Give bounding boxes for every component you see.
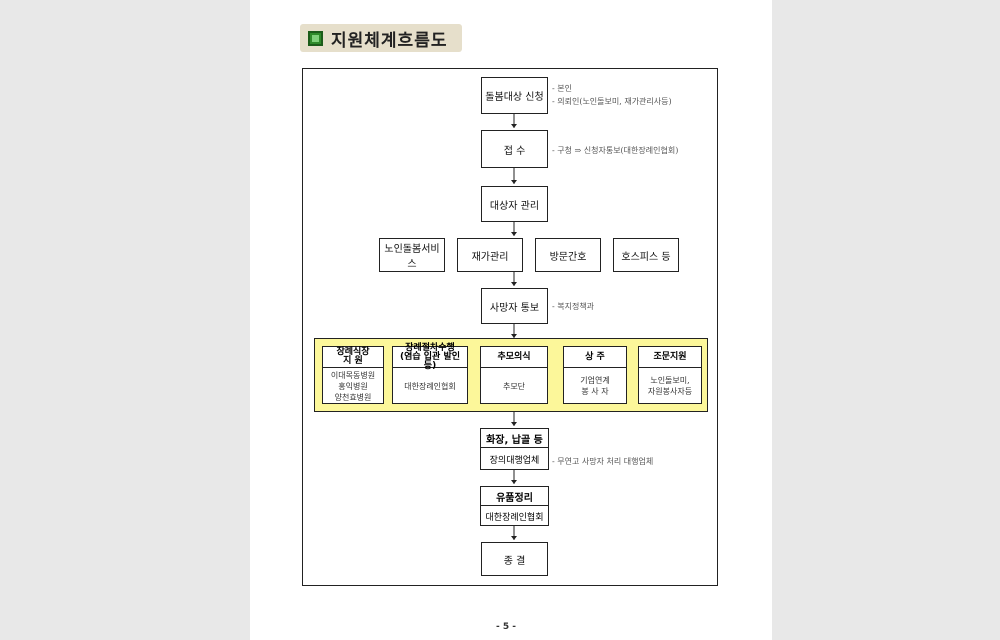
receive-box: 접 수 [481,130,548,168]
belongings-sub: 대한장례인협회 [485,512,544,523]
flowchart-frame [302,68,718,586]
service-box: 노인돌봄서비스 [379,238,445,272]
card-title: 장례식장 지 원 [323,347,383,368]
memorial-card: 추모의식 추모단 [480,346,548,404]
apply-note-1: - 본인 [552,84,572,93]
card-item: 홍익병원 [338,381,368,391]
service-label: 방문간호 [549,251,587,263]
card-title: 장례절차수행 (염습 입관 발인 등) [393,343,467,370]
funeral-hall-card: 장례식장 지 원 이대목동병원 홍익병원 양천효병원 [322,346,384,404]
card-item: 기업연계 [580,376,610,385]
belongings-label: 유품정리 [481,487,548,506]
service-box: 호스피스 등 [613,238,679,272]
death-notice-note: - 복지정책과 [552,302,595,311]
belongings-box: 유품정리 대한장례인협회 [480,486,549,526]
receive-note: - 구청 ⇒ 신청자통보(대한장례인협회) [552,146,679,155]
end-box: 종 결 [481,542,548,576]
death-notice-label: 사망자 통보 [489,302,540,314]
card-title: 추모의식 [481,347,547,368]
chief-mourner-card: 상 주 기업연계 봉 사 자 [563,346,627,404]
card-item: 양천효병원 [334,392,372,402]
cremation-label: 화장, 납골 등 [481,429,548,448]
service-label: 노인돌봄서비스 [384,244,440,270]
apply-label: 돌봄대상 신청 [485,92,544,103]
funeral-procedure-card: 장례절차수행 (염습 입관 발인 등) 대한장례인협회 [392,343,468,404]
death-notice-box: 사망자 통보 [481,288,548,324]
card-item: 노인돌보미, [650,376,690,385]
manage-box: 대상자 관리 [481,186,548,222]
service-box: 방문간호 [535,238,601,272]
apply-box: 돌봄대상 신청 [481,77,548,114]
cremation-sub: 장의대행업체 [489,455,540,466]
card-title: 조문지원 [639,347,701,368]
condolence-card: 조문지원 노인돌보미, 자원봉사자등 [638,346,702,404]
end-label: 종 결 [503,555,526,567]
service-label: 호스피스 등 [621,251,671,263]
green-square-icon [308,30,323,46]
card-title: 상 주 [564,347,626,368]
cremation-note: - 무연고 사망자 처리 대행업체 [552,457,654,466]
card-item: 자원봉사자등 [647,387,693,396]
page-number: - 5 - [496,622,516,632]
apply-note-2: - 의뢰인(노인돌보미, 재가관리사등) [552,97,672,106]
service-label: 재가관리 [471,251,509,263]
card-item: 이대목동병원 [330,370,376,380]
service-box: 재가관리 [457,238,523,272]
section-title: 지원체계흐름도 [331,30,448,51]
section-title-bar: 지원체계흐름도 [300,24,462,52]
cremation-box: 화장, 납골 등 장의대행업체 [480,428,549,470]
manage-label: 대상자 관리 [489,200,540,212]
card-item: 봉 사 자 [581,387,609,396]
card-item: 대한장례인협회 [404,381,456,391]
card-item: 추모단 [502,381,526,391]
receive-label: 접 수 [503,145,526,157]
